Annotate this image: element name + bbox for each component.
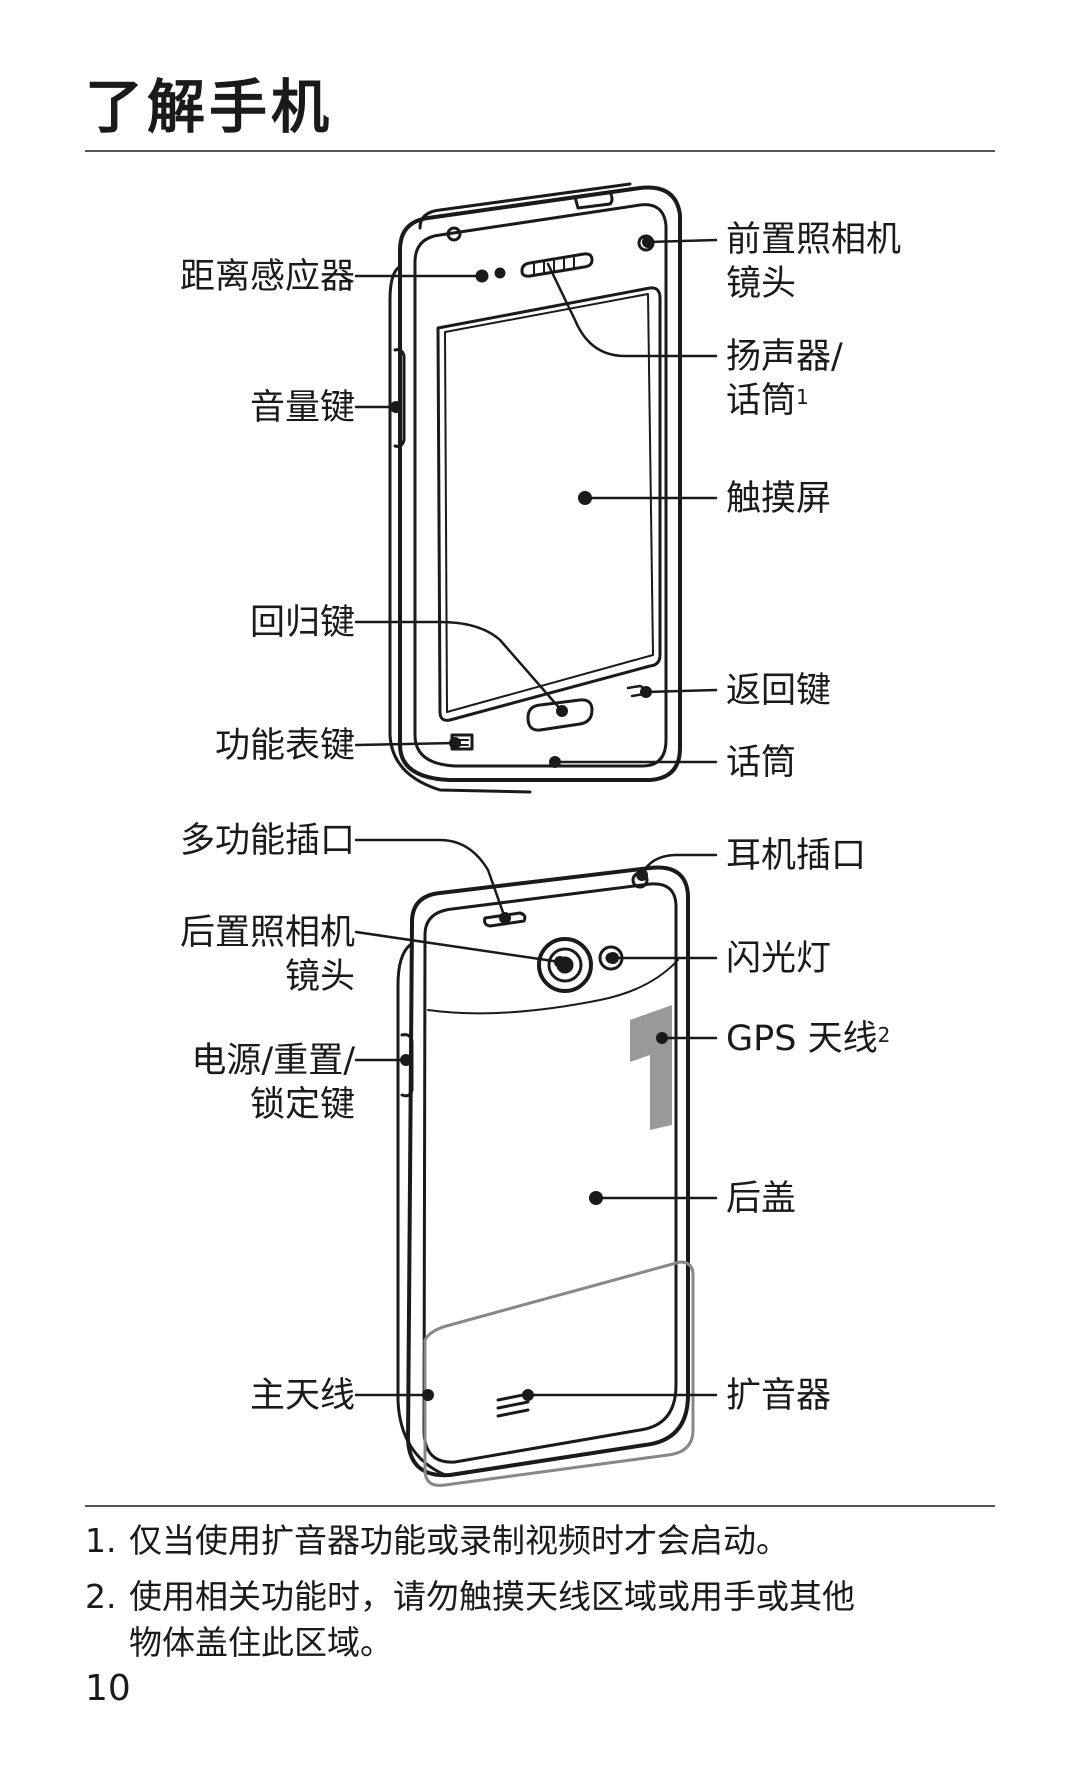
footnote-2: 2. 使用相关功能时，请勿触摸天线区域或用手或其他 物体盖住此区域。 (85, 1574, 855, 1666)
title-divider (85, 150, 995, 152)
label-microphone: 话筒 (726, 743, 797, 783)
label-gps-antenna: GPS 天线2 (726, 1017, 890, 1061)
leader-dots (390, 236, 668, 1401)
footnote-1-text: 仅当使用扩音器功能或录制视频时才会启动。 (129, 1521, 789, 1560)
footnote-ref-2: 2 (877, 1023, 891, 1047)
page-title: 了解手机 (85, 73, 334, 141)
label-speaker-earpiece-line1: 扬声器/ (726, 337, 843, 377)
leader-lines (354, 238, 718, 1397)
footnote-2-text-line1: 使用相关功能时，请勿触摸天线区域或用手或其他 (129, 1577, 855, 1616)
label-rear-camera: 后置照相机 镜头 (180, 911, 355, 999)
footnote-1: 1. 仅当使用扩音器功能或录制视频时才会启动。 (85, 1518, 789, 1564)
label-menu-key: 功能表键 (214, 726, 355, 766)
footnote-2-text-line2: 物体盖住此区域。 (129, 1623, 393, 1662)
label-multipurpose-jack: 多功能插口 (179, 821, 355, 861)
label-rear-camera-line1: 后置照相机 (179, 913, 355, 953)
label-speaker-earpiece: 扬声器/ 话筒1 (726, 335, 843, 423)
label-flash: 闪光灯 (726, 939, 832, 979)
label-volume-key: 音量键 (249, 388, 355, 428)
footnote-ref-1: 1 (796, 385, 809, 409)
footnote-1-number: 1. (85, 1521, 117, 1560)
label-back-cover: 后盖 (726, 1179, 797, 1219)
label-home-key: 回归键 (249, 603, 355, 643)
label-front-camera-line1: 前置照相机 (726, 220, 902, 260)
footnote-2-number: 2. (85, 1577, 117, 1616)
label-front-camera-line2: 镜头 (726, 264, 797, 304)
label-gps-antenna-text: GPS 天线 (726, 1019, 878, 1059)
label-back-key: 返回键 (726, 671, 832, 711)
label-power-key-line2: 锁定键 (249, 1085, 355, 1125)
label-power-key-line1: 电源/重置/ (191, 1041, 355, 1081)
label-speaker: 扩音器 (726, 1376, 832, 1416)
label-touchscreen: 触摸屏 (726, 479, 832, 519)
label-proximity-sensor: 距离感应器 (179, 257, 355, 297)
label-speaker-earpiece-line2: 话筒 (726, 381, 797, 421)
label-main-antenna: 主天线 (249, 1376, 355, 1416)
label-rear-camera-line2: 镜头 (284, 957, 355, 997)
label-front-camera: 前置照相机 镜头 (726, 218, 901, 306)
footnote-divider (85, 1505, 995, 1507)
page-number: 10 (85, 1668, 131, 1709)
label-power-key: 电源/重置/ 锁定键 (191, 1039, 355, 1127)
label-headset-jack: 耳机插口 (726, 836, 867, 876)
